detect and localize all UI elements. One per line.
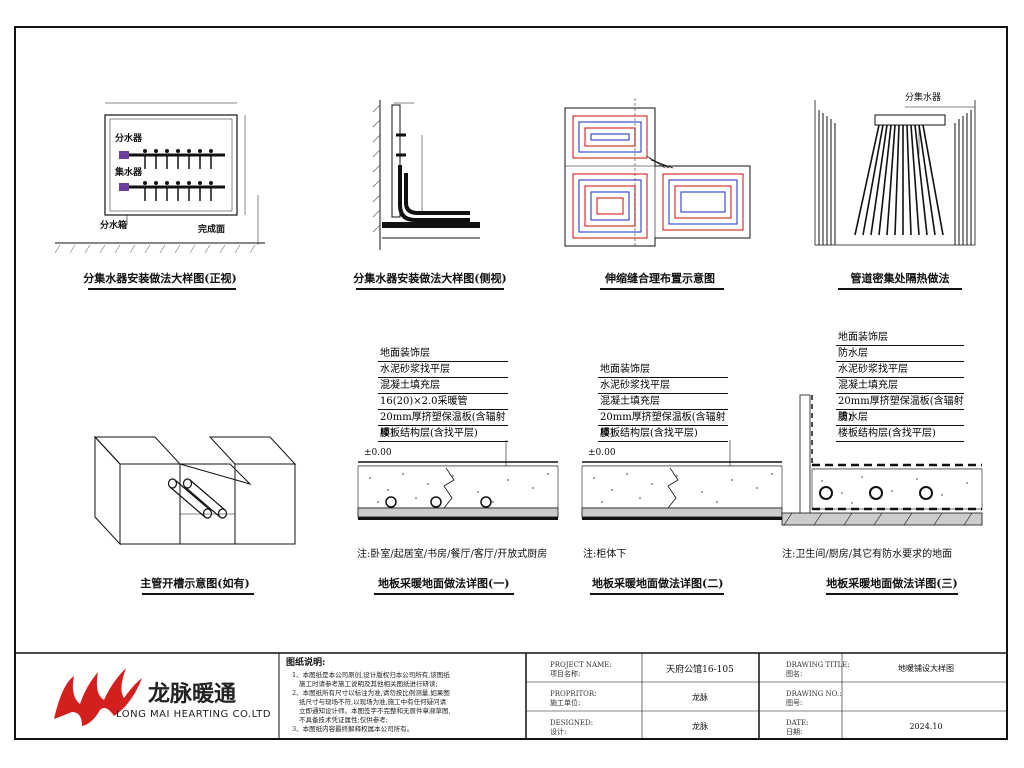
d3-title: 伸缩缝合理布置示意图 <box>605 272 715 285</box>
notes-line-4: 纸尺寸与现场不符,以现场为准,施工中有任何疑问请 <box>299 698 447 706</box>
date-label-cn: 日期: <box>786 728 803 736</box>
proprietor-label-cn: 施工单位: <box>550 699 581 707</box>
d3-title-underline <box>600 288 724 290</box>
d7-elevation: ±0.00 <box>588 448 616 458</box>
designed-value: 龙脉 <box>692 722 708 731</box>
drawing-frame <box>14 26 1008 740</box>
d7-layer-3: 混凝土填充层 <box>598 394 728 410</box>
company-logo-icon <box>54 668 142 726</box>
d4-title: 管道密集处隔热做法 <box>850 272 950 285</box>
project-name-label-cn: 项目名称: <box>550 670 581 678</box>
designed-label-en: DESIGNED: <box>550 719 594 727</box>
d8-title: 地板采暖地面做法详图(三) <box>826 577 958 590</box>
d6-note: 注:卧室/起居室/书房/餐厅/客厅/开放式厨房 <box>357 549 548 560</box>
d6-layer-3: 混凝土填充层 <box>378 378 508 394</box>
d6-layer-1: 地面装饰层 <box>378 346 508 362</box>
notes-title: 图纸说明: <box>286 658 326 668</box>
notes-line-5: 立即通知设计师。本图签字不完整和无原件章濒草图, <box>299 707 451 715</box>
d2-title: 分集水器安装做法大样图(侧视) <box>353 272 507 285</box>
d6-layer-4: 16(20)×2.0采暖管 <box>378 394 508 410</box>
d8-layer-7: 楼板结构层(含找平层) <box>836 426 964 442</box>
collector-label: 分水器 <box>115 134 143 144</box>
d8-section-drawing <box>781 394 983 526</box>
d1-title-underline <box>88 288 236 290</box>
floor-label: 完成面 <box>198 225 226 235</box>
d5-title: 主管开槽示意图(如有) <box>140 577 250 590</box>
notes-line-1: 1、本图纸是本公司原创,设计版权归本公司所有,该图纸 <box>292 671 450 679</box>
d6-section-drawing <box>357 440 559 520</box>
dense-pipe-insulation-drawing <box>814 100 976 246</box>
drawing-no-label-cn: 图号: <box>786 699 803 707</box>
d8-note: 注:卫生间/厨房/其它有防水要求的地面 <box>782 549 953 560</box>
title-block-grid <box>14 652 1008 740</box>
drawing-title-label-cn: 图名: <box>786 670 803 678</box>
d8-layer-4: 混凝土填充层 <box>836 378 964 394</box>
project-name-label-en: PROJECT NAME: <box>550 661 612 669</box>
d7-title: 地板采暖地面做法详图(二) <box>592 577 724 590</box>
notes-line-3: 2、本图纸所有尺寸以标注为准,请勿按比例测量,如果图 <box>292 689 450 697</box>
main-pipe-trench-drawing <box>93 435 297 546</box>
project-name-value: 天府公馆16-105 <box>666 665 734 675</box>
d7-layer-stack: 地面装饰层 水泥砂浆找平层 混凝土填充层 20mm厚挤塑保温板(含辐射膜) 楼板… <box>598 362 728 442</box>
d7-layer-1: 地面装饰层 <box>598 362 728 378</box>
d8-title-underline <box>826 593 958 595</box>
expansion-joint-layout-drawing <box>564 98 751 247</box>
separator-label: 集水器 <box>115 168 143 178</box>
d8-layer-3: 水泥砂浆找平层 <box>836 362 964 378</box>
company-name-en: LONG MAI HEARTING CO.LTD <box>116 709 272 720</box>
d2-title-underline <box>356 288 504 290</box>
d4-collector-label: 分集水器 <box>905 93 942 103</box>
d6-layer-6: 楼板结构层(含找平层) <box>378 426 508 442</box>
manifold-front-view-drawing <box>54 102 265 254</box>
d6-title-underline <box>374 593 514 595</box>
d7-title-underline <box>590 593 724 595</box>
drawing-no-label-en: DRAWING NO.: <box>786 690 842 698</box>
d6-title: 地板采暖地面做法详图(一) <box>378 577 510 590</box>
notes-line-7: 3、本图纸内容最终解释权属本公司所有。 <box>292 725 414 733</box>
d8-layer-2: 防水层 <box>836 346 964 362</box>
d8-layer-5: 20mm厚挤塑保温板(含辐射膜) <box>836 396 964 423</box>
d6-layer-2: 水泥砂浆找平层 <box>378 362 508 378</box>
proprietor-value: 龙脉 <box>692 693 708 702</box>
d7-note: 注:柜体下 <box>583 549 627 560</box>
proprietor-label-en: PROPRITOR: <box>550 690 597 698</box>
d4-title-underline <box>838 288 962 290</box>
d6-layer-5: 20mm厚挤塑保温板(含辐射膜) <box>378 410 508 439</box>
manifold-side-view-drawing <box>372 100 480 250</box>
d8-layer-1: 地面装饰层 <box>836 330 964 346</box>
box-label: 分水箱 <box>100 221 128 231</box>
designed-label-cn: 设计: <box>550 728 567 736</box>
d7-section-drawing <box>581 440 783 520</box>
date-value: 2024.10 <box>909 722 943 731</box>
notes-line-2: 施工时请参考施工说明及其他相关图纸进行研读; <box>299 680 438 688</box>
drawing-title-label-en: DRAWING TITLE: <box>786 661 850 669</box>
drawing-title-value: 地暖铺设大样图 <box>898 664 954 673</box>
notes-line-6: 不具备技术凭证属性;仅供参考; <box>299 716 388 724</box>
d6-layer-stack: 地面装饰层 水泥砂浆找平层 混凝土填充层 16(20)×2.0采暖管 20mm厚… <box>378 346 508 442</box>
d8-layer-stack: 地面装饰层 防水层 水泥砂浆找平层 混凝土填充层 20mm厚挤塑保温板(含辐射膜… <box>836 330 964 442</box>
d5-title-underline <box>142 593 254 595</box>
date-label-en: DATE: <box>786 719 809 727</box>
d8-layer-6: 防水层 <box>836 410 964 426</box>
company-name-cn: 龙脉暖通 <box>148 682 237 707</box>
d1-title: 分集水器安装做法大样图(正视) <box>83 272 237 285</box>
d7-layer-4: 20mm厚挤塑保温板(含辐射膜) <box>598 410 728 439</box>
d7-layer-5: 楼板结构层(含找平层) <box>598 426 728 442</box>
d7-layer-2: 水泥砂浆找平层 <box>598 378 728 394</box>
d6-elevation: ±0.00 <box>364 448 392 458</box>
